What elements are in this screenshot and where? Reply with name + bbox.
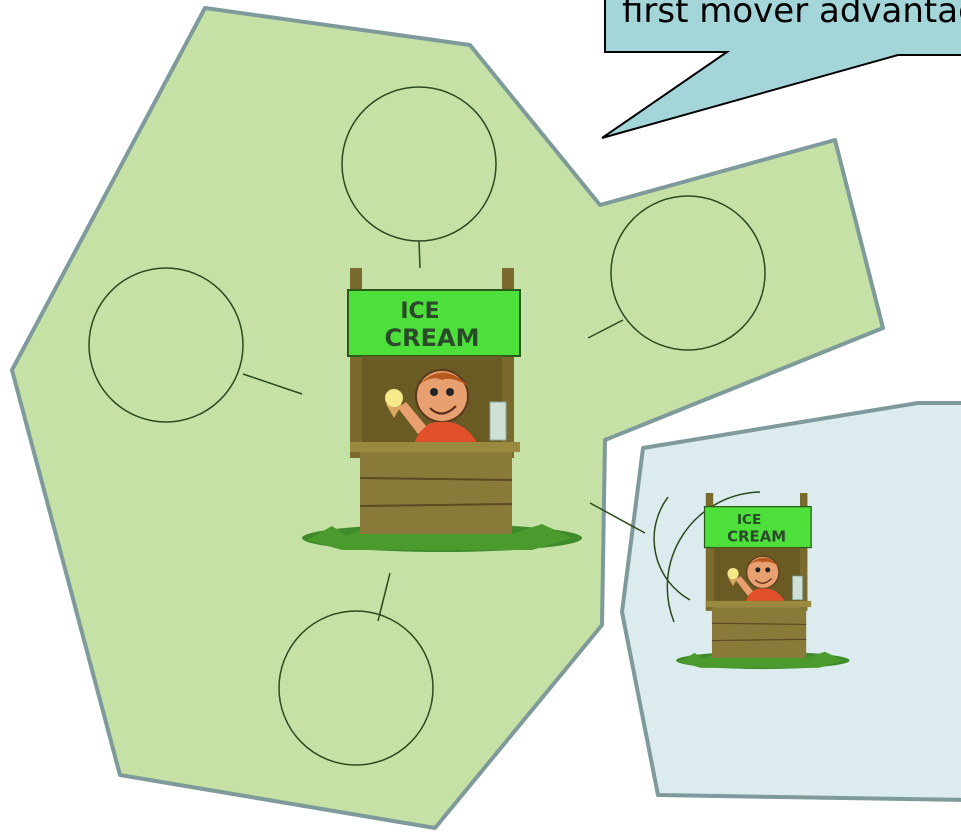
sign-line1: ICE [400, 299, 439, 324]
counter-top [706, 601, 811, 607]
cup-stack [793, 576, 803, 600]
counter-body [360, 452, 512, 534]
sign-line2: CREAM [727, 527, 786, 545]
ice-cream-scoop [727, 568, 738, 579]
sign-line1: ICE [737, 512, 761, 528]
vendor-eye-right [765, 567, 770, 572]
vendor-eye-right [446, 388, 454, 396]
ice-cream-scoop [385, 389, 403, 407]
cup-stack [490, 402, 506, 440]
sign-line2: CREAM [385, 324, 480, 352]
callout-text: first mover advantage [622, 0, 961, 31]
vendor-eye-left [430, 388, 438, 396]
speech-callout: first mover advantage [602, 0, 961, 138]
vendor-eye-left [755, 567, 760, 572]
connector-top [419, 241, 420, 268]
counter-body [712, 607, 806, 658]
counter-top [350, 442, 520, 452]
